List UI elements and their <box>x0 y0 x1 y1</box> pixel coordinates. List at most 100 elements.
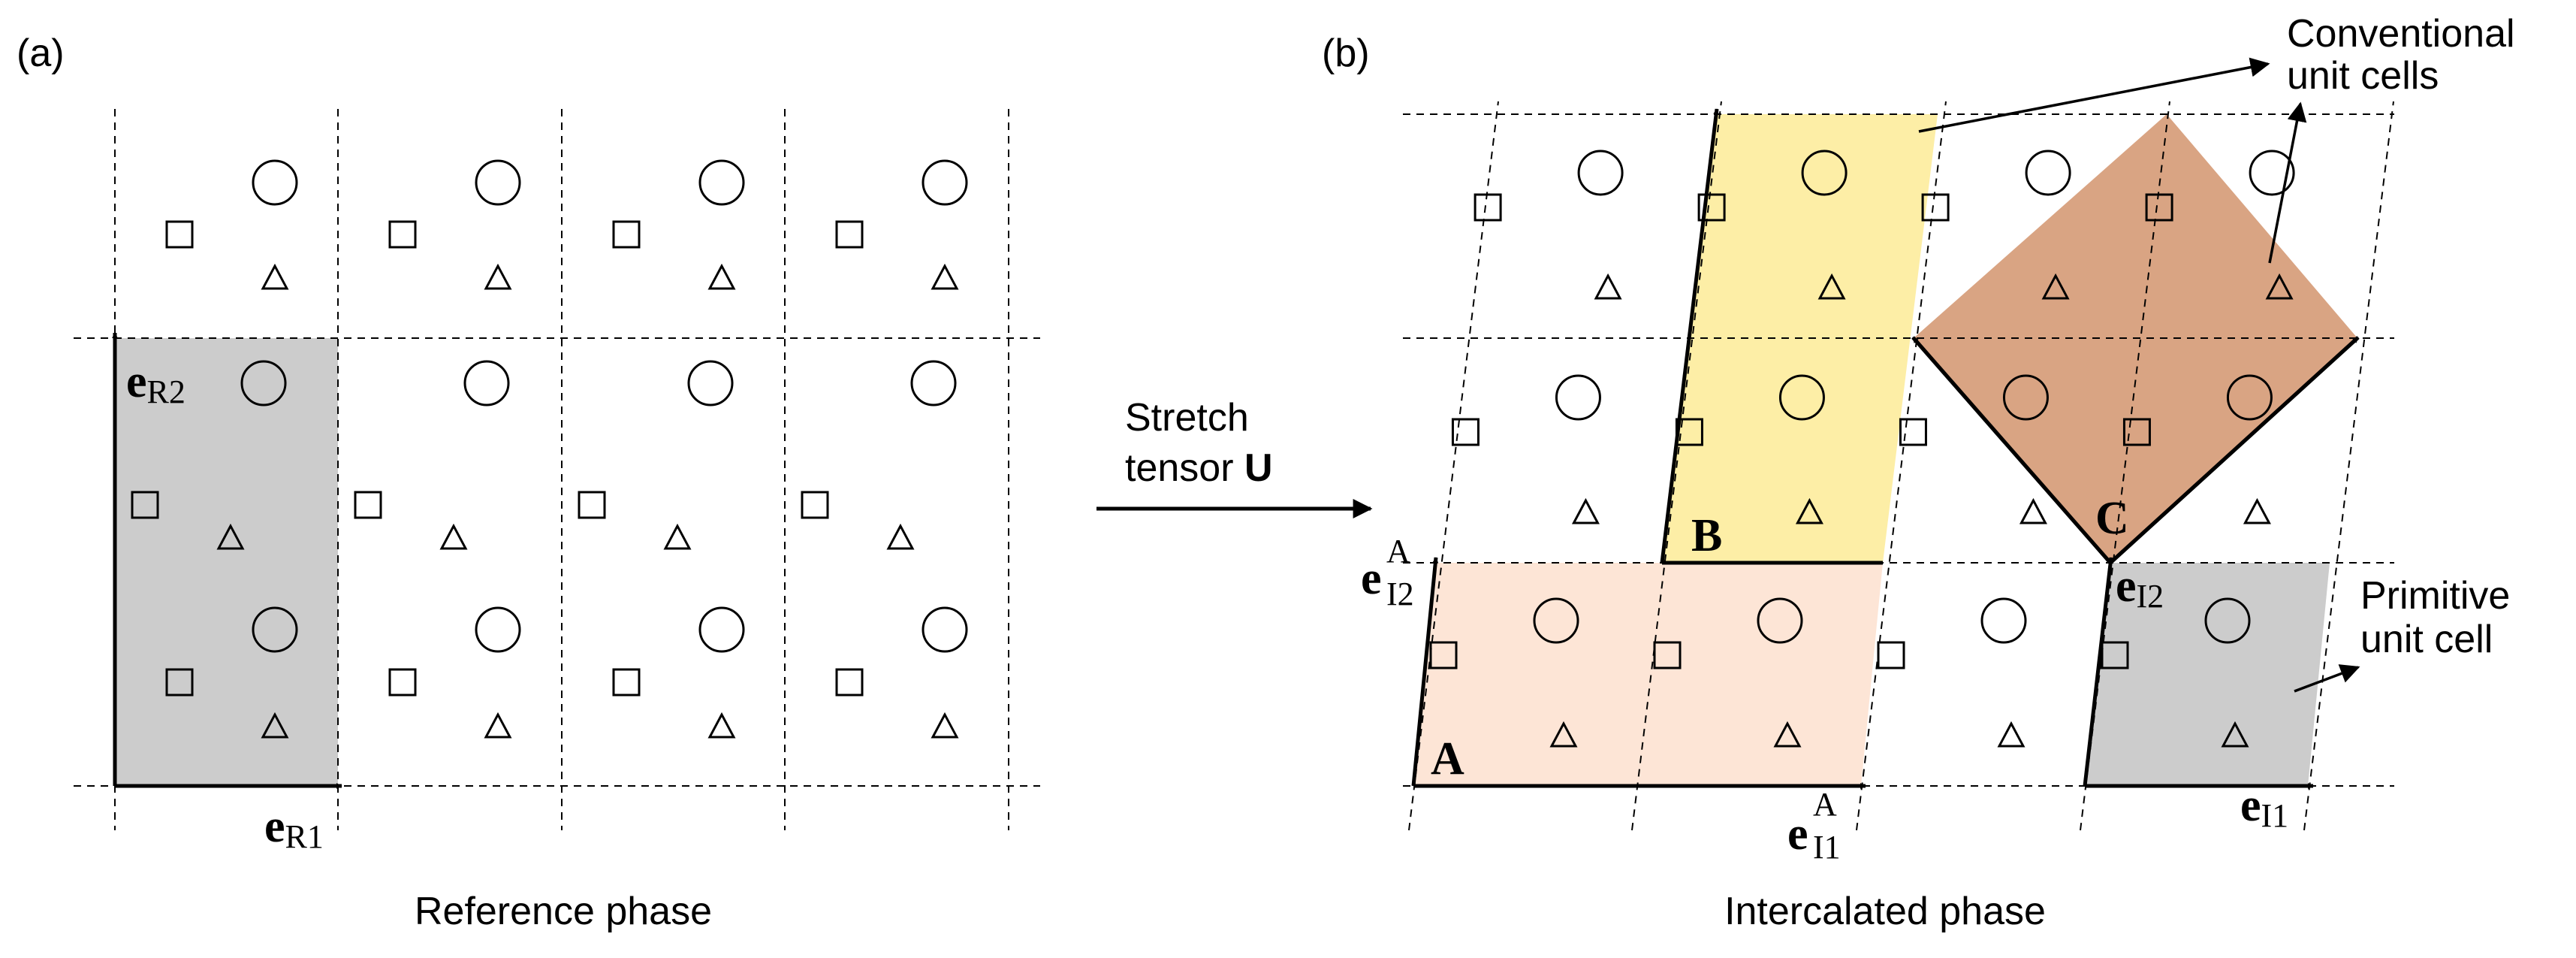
callout-primitive-arrow <box>2294 664 2360 693</box>
circle-atom <box>1801 150 1848 196</box>
triangle-atom <box>931 263 959 290</box>
reference-atoms <box>131 159 968 739</box>
triangle-atom <box>261 712 289 739</box>
triangle-atom <box>1594 273 1622 300</box>
triangle-atom <box>2265 273 2294 300</box>
square-atom <box>1877 641 1905 669</box>
cell-label-A: A <box>1431 733 1464 784</box>
triangle-atom <box>2221 721 2249 748</box>
triangle-atom <box>931 712 959 739</box>
panel-a: (a) eR1 eR2 Reference phase <box>17 32 1040 933</box>
circle-atom <box>252 159 298 206</box>
panel-b-caption: Intercalated phase <box>1724 890 2046 933</box>
square-atom <box>2101 641 2129 669</box>
intercalated-atoms <box>1429 150 2295 748</box>
reference-unit-cell <box>115 338 338 786</box>
circle-atom <box>240 360 287 406</box>
circle-atom <box>698 606 745 653</box>
square-atom <box>2122 418 2151 446</box>
callout-primitive-line1: Primitive <box>2360 574 2510 618</box>
primitive-unit-cell <box>2085 563 2330 786</box>
square-atom <box>801 491 829 519</box>
cell-B-vector-arrow <box>1660 108 1720 564</box>
panel-a-tag: (a) <box>17 32 65 75</box>
circle-atom <box>698 159 745 206</box>
cell-C-vector-left <box>1911 336 2112 564</box>
triangle-atom <box>2243 497 2271 524</box>
square-atom <box>1451 418 1480 446</box>
square-atom <box>1675 418 1703 446</box>
vector-eI2A-arrow <box>1411 557 1439 787</box>
circle-atom <box>1533 597 1579 644</box>
circle-atom <box>475 159 521 206</box>
circle-atom <box>1980 597 2027 644</box>
triangle-atom <box>261 263 289 290</box>
callout-conventional-arrow-2 <box>2268 101 2307 264</box>
circle-atom <box>910 360 957 406</box>
circle-atom <box>2226 374 2273 421</box>
triangle-atom <box>484 263 512 290</box>
triangle-atom <box>1571 497 1600 524</box>
square-atom <box>835 220 864 249</box>
circle-atom <box>2025 150 2071 196</box>
triangle-atom <box>1773 721 1802 748</box>
vector-eI1-label: eI1 <box>2240 780 2288 834</box>
vector-eI2-arrow <box>2083 557 2114 787</box>
square-atom <box>2145 193 2173 222</box>
circle-atom <box>687 360 734 406</box>
vector-eI2-label: eI2 <box>2116 561 2164 615</box>
triangle-atom <box>216 523 245 550</box>
square-atom <box>165 220 194 249</box>
cell-label-B: B <box>1691 510 1722 561</box>
cell-C-vector-right <box>2109 336 2360 564</box>
circle-atom <box>2002 374 2049 421</box>
circle-atom <box>922 159 968 206</box>
vector-eI1A-label: e A I1 <box>1787 775 1848 866</box>
callout-conventional-line2: unit cells <box>2287 54 2439 98</box>
triangle-atom <box>1795 497 1823 524</box>
square-atom <box>131 491 159 519</box>
triangle-atom <box>1997 721 2026 748</box>
square-atom <box>1899 418 1927 446</box>
circle-atom <box>2204 597 2251 644</box>
circle-atom <box>1555 374 1601 421</box>
square-atom <box>354 491 382 519</box>
circle-atom <box>1757 597 1803 644</box>
triangle-atom <box>2019 497 2047 524</box>
panel-b-tag: (b) <box>1322 32 1370 75</box>
triangle-atom <box>1549 721 1578 748</box>
triangle-atom <box>484 712 512 739</box>
callout-conventional-arrow-1 <box>1918 57 2270 133</box>
panel-b: (b) <box>1322 12 2515 933</box>
circle-atom <box>1778 374 1825 421</box>
triangle-atom <box>663 523 692 550</box>
circle-atom <box>1577 150 1624 196</box>
vector-eI2A-label: e A I2 <box>1361 521 1422 612</box>
callout-conventional-line1: Conventional <box>2287 12 2515 56</box>
square-atom <box>1653 641 1682 669</box>
circle-atom <box>475 606 521 653</box>
cell-label-C: C <box>2095 493 2129 544</box>
triangle-atom <box>1817 273 1846 300</box>
circle-atom <box>922 606 968 653</box>
square-atom <box>612 220 641 249</box>
panel-a-caption: Reference phase <box>415 890 712 933</box>
square-atom <box>1474 193 1502 222</box>
square-atom <box>1697 193 1726 222</box>
triangle-atom <box>707 263 736 290</box>
triangle-atom <box>886 523 915 550</box>
vector-eR1-label: eR1 <box>264 801 324 855</box>
triangle-atom <box>707 712 736 739</box>
callout-primitive-line2: unit cell <box>2360 618 2493 661</box>
square-atom <box>388 668 417 697</box>
triangle-atom <box>439 523 468 550</box>
conventional-cell-A <box>1413 563 1883 786</box>
square-atom <box>612 668 641 697</box>
vector-eR2-label: eR2 <box>126 356 186 410</box>
triangle-atom <box>2041 273 2070 300</box>
square-atom <box>835 668 864 697</box>
circle-atom <box>2249 150 2295 196</box>
stretch-arrow-group: Stretch tensor U <box>1096 396 1373 518</box>
square-atom <box>388 220 417 249</box>
